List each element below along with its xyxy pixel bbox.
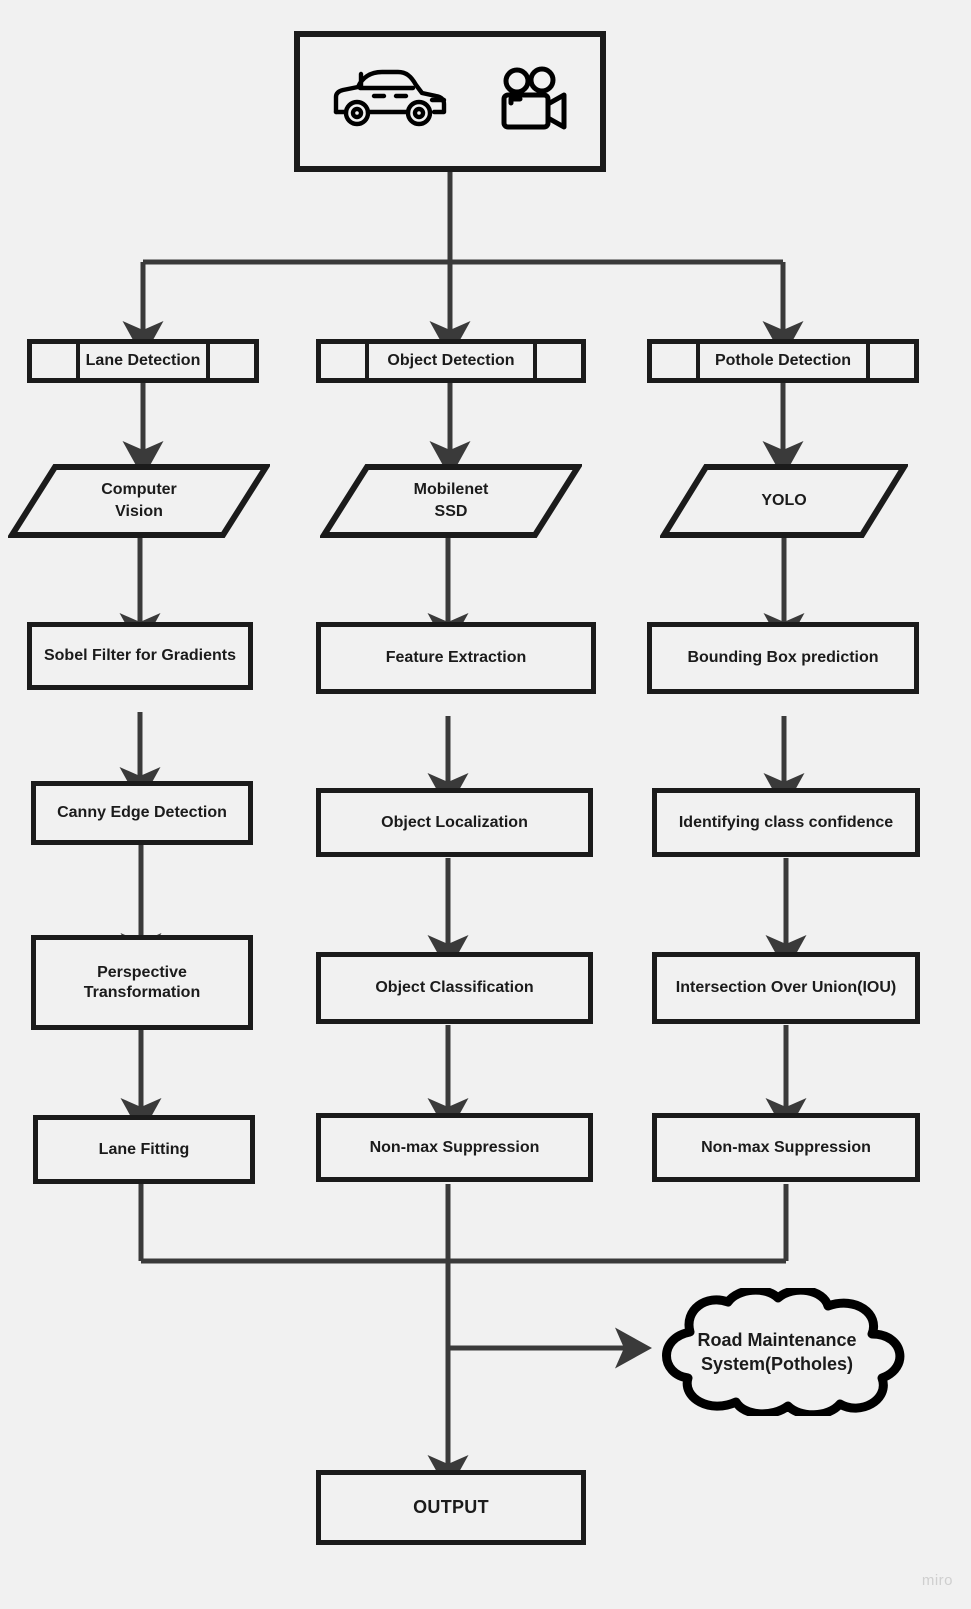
process-perspective-transformation[interactable]: Perspective Transformation: [31, 935, 253, 1030]
method-node-yolo[interactable]: YOLO: [660, 463, 908, 539]
method-label: Mobilenet SSD: [320, 463, 582, 539]
process-label: Lane Fitting: [98, 1140, 190, 1158]
process-bounding-box-prediction[interactable]: Bounding Box prediction: [647, 622, 919, 694]
process-canny-edge-detection[interactable]: Canny Edge Detection: [31, 781, 253, 845]
process-object-classification[interactable]: Object Classification: [316, 952, 593, 1024]
process-label: Sobel Filter for Gradients: [43, 647, 237, 664]
branch-header-lane-detection[interactable]: Lane Detection: [27, 339, 259, 383]
process-intersection-over-union[interactable]: Intersection Over Union(IOU): [652, 952, 920, 1024]
car-icon: [330, 66, 448, 138]
branch-header-pothole-detection[interactable]: Pothole Detection: [647, 339, 919, 383]
method-label: Computer Vision: [8, 463, 270, 539]
video-camera-icon: [500, 66, 570, 138]
process-feature-extraction[interactable]: Feature Extraction: [316, 622, 596, 694]
branch-header-label: Pothole Detection: [714, 352, 851, 369]
process-identifying-class-confidence[interactable]: Identifying class confidence: [652, 788, 920, 857]
process-label-line-1: Perspective: [97, 963, 187, 981]
process-label: Intersection Over Union(IOU): [675, 979, 897, 996]
process-object-localization[interactable]: Object Localization: [316, 788, 593, 857]
process-label: Object Localization: [381, 813, 528, 831]
process-label: Bounding Box prediction: [687, 649, 879, 666]
method-line-2: SSD: [434, 503, 468, 520]
process-label-line-2: Transformation: [83, 983, 201, 1001]
process-label: Non-max Suppression: [369, 1138, 540, 1156]
output-box[interactable]: OUTPUT: [316, 1470, 586, 1545]
branch-header-label: Lane Detection: [85, 352, 201, 369]
process-object-non-max-suppression[interactable]: Non-max Suppression: [316, 1113, 593, 1182]
process-label: Non-max Suppression: [701, 1138, 871, 1156]
process-lane-fitting[interactable]: Lane Fitting: [33, 1115, 255, 1184]
cloud-label: Road Maintenance System(Potholes): [632, 1288, 922, 1416]
cloud-label-line-1: Road Maintenance: [697, 1329, 857, 1350]
process-label: Canny Edge Detection: [57, 804, 227, 821]
process-pothole-non-max-suppression[interactable]: Non-max Suppression: [652, 1113, 920, 1182]
branch-header-label: Object Detection: [387, 352, 515, 369]
output-label: OUTPUT: [413, 1497, 489, 1518]
method-line-1: YOLO: [761, 492, 807, 510]
cloud-node-road-maintenance-system[interactable]: Road Maintenance System(Potholes): [632, 1288, 922, 1416]
branch-header-object-detection[interactable]: Object Detection: [316, 339, 586, 383]
method-line-1: Computer: [101, 481, 177, 499]
method-node-mobilenet-ssd[interactable]: Mobilenet SSD: [320, 463, 582, 539]
method-line-2: Vision: [115, 503, 163, 520]
process-label: Feature Extraction: [385, 649, 527, 666]
process-label: Identifying class confidence: [678, 813, 894, 831]
input-sources-box[interactable]: [294, 31, 606, 172]
process-label: Object Classification: [375, 979, 534, 996]
method-node-computer-vision[interactable]: Computer Vision: [8, 463, 270, 539]
cloud-label-line-2: System(Potholes): [700, 1354, 854, 1374]
method-line-1: Mobilenet: [413, 481, 489, 499]
process-sobel-filter[interactable]: Sobel Filter for Gradients: [27, 622, 253, 690]
method-label: YOLO: [660, 463, 908, 539]
miro-watermark: miro: [921, 1572, 953, 1589]
